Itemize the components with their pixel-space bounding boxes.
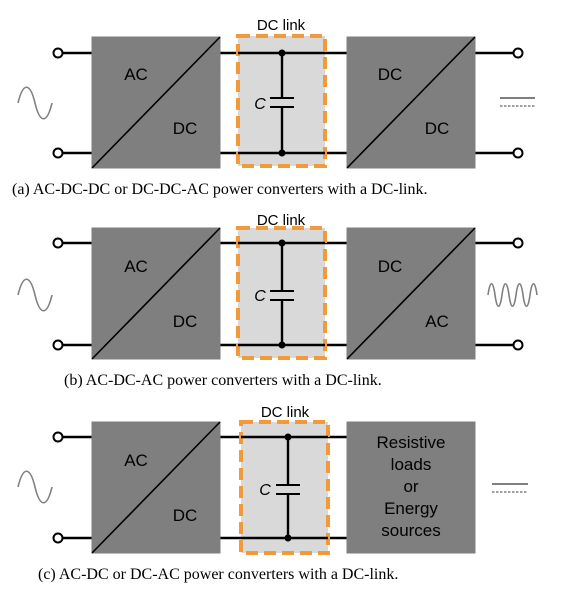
capacitor-symbol — [270, 49, 294, 157]
dc-link-label: DC link — [261, 404, 310, 421]
converter-diagonal — [91, 227, 221, 360]
caption-c: (c) AC-DC or DC-AC power converters with… — [38, 566, 398, 583]
dc-symbol-icon — [500, 97, 535, 107]
input-terminal-top — [52, 431, 64, 443]
left-box-top-label: AC — [124, 451, 148, 470]
output-terminal-bottom — [512, 147, 524, 159]
input-terminal-top — [52, 237, 64, 249]
left-converter-box: AC DC — [91, 421, 221, 554]
right-box-bottom-label: AC — [425, 312, 449, 331]
junction-node-bottom — [278, 341, 286, 349]
load-label-line-5: sources — [381, 521, 441, 540]
junction-node-top — [278, 239, 286, 247]
capacitor-label: C — [259, 482, 271, 499]
right-box-bottom-label: DC — [425, 119, 450, 138]
capacitor-label: C — [254, 288, 266, 305]
sine-wave-icon — [17, 470, 53, 504]
converter-diagonal — [346, 36, 476, 169]
panel-b: AC DC DC link C DC AC (b — [17, 212, 538, 389]
left-box-bottom-label: DC — [173, 506, 198, 525]
dc-link-region: DC link C — [236, 17, 327, 168]
dc-symbol-icon — [492, 483, 528, 493]
junction-node-bottom — [284, 534, 292, 542]
output-terminal-bottom — [512, 339, 524, 351]
right-box-top-label: DC — [378, 257, 403, 276]
dc-link-label: DC link — [257, 212, 306, 229]
junction-node-top — [284, 433, 292, 441]
junction-node-top — [278, 49, 286, 57]
input-terminal-bottom — [52, 147, 64, 159]
load-label-line-4: Energy — [384, 499, 438, 518]
input-terminal-bottom — [52, 339, 64, 351]
load-label-line-1: Resistive — [377, 433, 446, 452]
converter-diagonal — [91, 36, 221, 169]
converter-diagonal — [346, 227, 476, 360]
converter-diagonal — [91, 421, 221, 554]
junction-node-bottom — [278, 149, 286, 157]
right-converter-box: DC AC — [346, 227, 476, 360]
panel-c: AC DC DC link C Resistive loads or Energ — [17, 404, 528, 583]
dc-link-label: DC link — [257, 17, 306, 34]
sine-wave-icon — [17, 86, 53, 120]
input-terminal-bottom — [52, 532, 64, 544]
left-box-top-label: AC — [124, 65, 148, 84]
load-label-line-3: or — [403, 477, 418, 496]
left-box-bottom-label: DC — [173, 119, 198, 138]
capacitor-label: C — [254, 96, 266, 113]
dc-link-region: DC link C — [239, 404, 330, 555]
sine-wave-icon — [17, 278, 53, 312]
load-label-line-2: loads — [391, 455, 432, 474]
caption-a: (a) AC-DC-DC or DC-DC-AC power converter… — [12, 181, 427, 198]
left-converter-box: AC DC — [91, 227, 221, 360]
left-box-bottom-label: DC — [173, 312, 198, 331]
left-box-top-label: AC — [124, 257, 148, 276]
left-converter-box: AC DC — [91, 36, 221, 169]
high-frequency-ac-icon — [487, 282, 538, 308]
input-terminal-top — [52, 47, 64, 59]
caption-b: (b) AC-DC-AC power converters with a DC-… — [64, 372, 382, 389]
right-converter-box: DC DC — [346, 36, 476, 169]
capacitor-symbol — [270, 239, 294, 349]
panel-a: AC DC DC link C DC DC — [12, 17, 535, 198]
capacitor-symbol — [276, 433, 300, 542]
right-box-top-label: DC — [378, 65, 403, 84]
output-terminal-top — [512, 47, 524, 59]
load-box: Resistive loads or Energy sources — [346, 421, 476, 554]
output-terminal-top — [512, 237, 524, 249]
dc-link-region: DC link C — [236, 212, 327, 360]
